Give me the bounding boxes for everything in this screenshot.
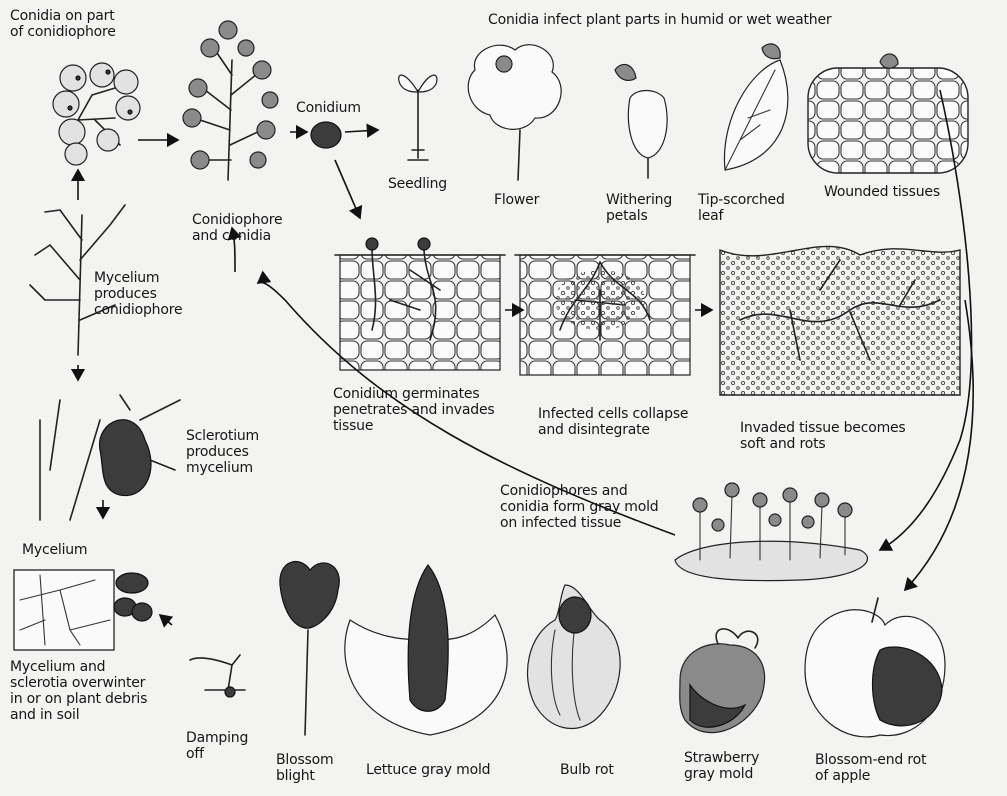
lettuce-gray-mold-label: Lettuce gray mold <box>366 762 490 778</box>
withering-petals-label: Withering petals <box>606 192 672 224</box>
tip-scorched-leaf-icon <box>724 44 787 170</box>
sclerotium-produces-mycelium-label: Sclerotium produces mycelium <box>186 428 259 476</box>
apple-icon <box>805 598 945 737</box>
seedling-icon <box>399 75 437 160</box>
strawberry-icon <box>680 629 765 733</box>
tip-scorched-leaf-label: Tip-scorched leaf <box>698 192 785 224</box>
infected-cells-collapse-label: Infected cells collapse and disintegrate <box>538 406 688 438</box>
conidiophore-tree-icon <box>183 21 278 180</box>
seedling-label: Seedling <box>388 176 447 192</box>
conidiophores-gray-mold-label: Conidiophores and conidia form gray mold… <box>500 483 658 531</box>
blossom-blight-label: Blossom blight <box>276 752 333 784</box>
damping-off-label: Damping off <box>186 730 248 762</box>
blossom-end-rot-label: Blossom-end rot of apple <box>815 752 926 784</box>
sclerotia-icon <box>114 573 152 621</box>
conidia-infect-label: Conidia infect plant parts in humid or w… <box>488 12 831 28</box>
mycelium-overwinter-label: Mycelium and sclerotia overwinter in or … <box>10 659 147 723</box>
strawberry-gray-mold-label: Strawberry gray mold <box>684 750 759 782</box>
bulb-icon <box>528 585 621 728</box>
flower-label: Flower <box>494 192 539 208</box>
sclerotium-icon <box>40 395 180 520</box>
rotting-tissue-icon <box>720 246 960 395</box>
conidiophore-and-conidia-label: Conidiophore and conidia <box>192 212 282 244</box>
flower-icon <box>468 45 561 180</box>
wounded-tissue-icon <box>808 54 968 173</box>
germinating-tissue-icon <box>335 238 505 370</box>
withering-petals-icon <box>615 64 667 178</box>
conidium-spore-icon <box>311 122 341 148</box>
invaded-tissue-soft-label: Invaded tissue becomes soft and rots <box>740 420 906 452</box>
blossom-blight-icon <box>280 562 339 735</box>
mycelium-label: Mycelium <box>22 542 87 558</box>
mycelium-produces-conidiophore-label: Mycelium produces conidiophore <box>94 270 182 318</box>
conidium-label: Conidium <box>296 100 361 116</box>
gray-mold-icon <box>675 483 868 581</box>
wounded-tissues-label: Wounded tissues <box>824 184 940 200</box>
bulb-rot-label: Bulb rot <box>560 762 614 778</box>
lettuce-icon <box>345 565 507 735</box>
conidia-on-conidiophore-label: Conidia on part of conidiophore <box>10 8 116 40</box>
collapsed-cells-icon <box>515 255 695 375</box>
mycelium-network-icon <box>14 570 114 650</box>
conidium-germinates-label: Conidium germinates penetrates and invad… <box>333 386 494 434</box>
conidia-cluster-icon <box>53 63 140 165</box>
damping-off-icon <box>190 655 245 697</box>
